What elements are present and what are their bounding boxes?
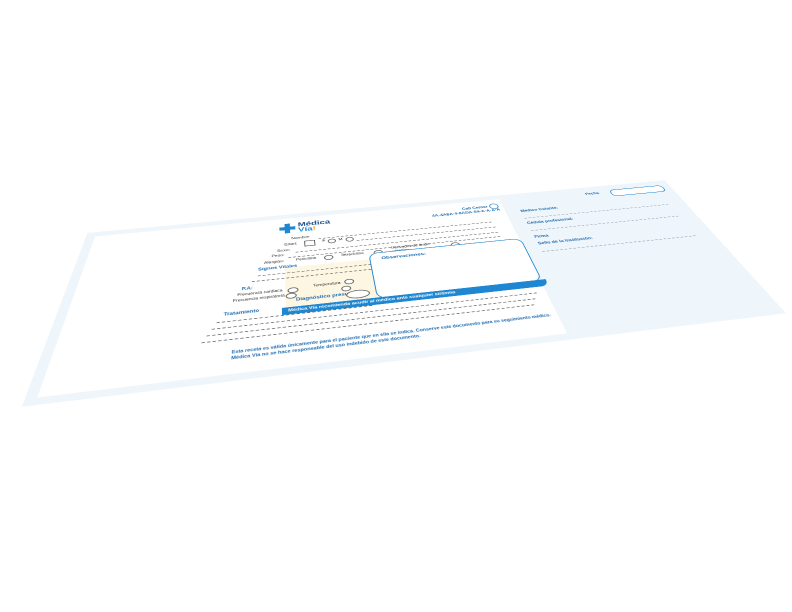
edad-box[interactable] bbox=[304, 239, 316, 247]
prescription-sheet: Fecha Médico tratante: Cédula profesiona… bbox=[21, 180, 787, 407]
logo-text: Médica Vía! bbox=[297, 219, 332, 234]
allergy-option-1: Penicilina bbox=[295, 256, 317, 262]
sex-option-f-circle[interactable] bbox=[327, 238, 337, 244]
logo-text-bottom: Vía bbox=[297, 225, 313, 234]
medica-via-logo: Médica Vía! bbox=[279, 216, 350, 236]
allergy-option-2: Tetraciclina bbox=[340, 251, 364, 258]
call-center: Call Center 4A·4A8A·4·8ADA·64·A·A·A·A bbox=[407, 203, 501, 220]
allergy-option-1-circle[interactable] bbox=[323, 254, 334, 261]
tratamiento-label: Tratamiento bbox=[223, 308, 260, 318]
field-edad-label: Edad: bbox=[284, 242, 298, 247]
observaciones-title: Observaciones: bbox=[381, 251, 427, 261]
field-sexo-label: Sexo: bbox=[277, 248, 291, 254]
cross-icon bbox=[279, 223, 295, 234]
sex-option-m: M bbox=[338, 237, 343, 242]
logo-exclamation: ! bbox=[312, 225, 317, 232]
sex-option-f: F bbox=[322, 239, 326, 244]
field-peso-label: Peso: bbox=[271, 253, 285, 259]
field-alergias-label: Alergias: bbox=[263, 259, 285, 266]
sex-option-m-circle[interactable] bbox=[345, 236, 355, 242]
